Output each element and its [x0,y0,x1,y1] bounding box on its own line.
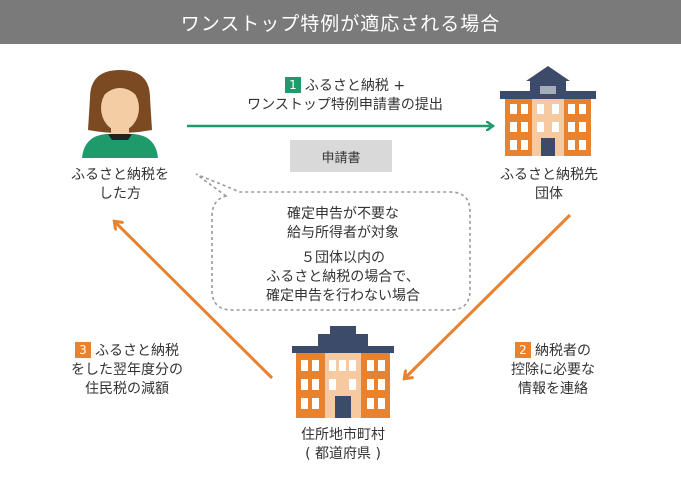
step1-number: 1 [284,77,301,93]
city-label: 住所地市町村 ( 都道府県 ) [301,427,385,462]
building-icon [500,66,596,156]
page-title: ワンストップ特例が適応される場合 [180,12,501,35]
bubble-text: 確定申告が不要な 給与所得者が対象 ５団体以内の ふるさと納税の場合で、 確定申… [266,206,420,304]
title-bar: ワンストップ特例が適応される場合 [0,0,681,44]
arrow-step3 [115,222,274,380]
step2-number: 2 [515,342,531,358]
step3-number: 3 [75,342,91,358]
application-form-box: 申請書 [290,140,392,172]
person-label: ふるさと納税を した方 [71,167,169,202]
arrow-step2 [405,213,572,378]
speech-bubble [195,173,471,311]
city-hall-icon [292,326,394,418]
person-icon [82,70,158,158]
org-label: ふるさと納税先 団体 [500,167,598,202]
